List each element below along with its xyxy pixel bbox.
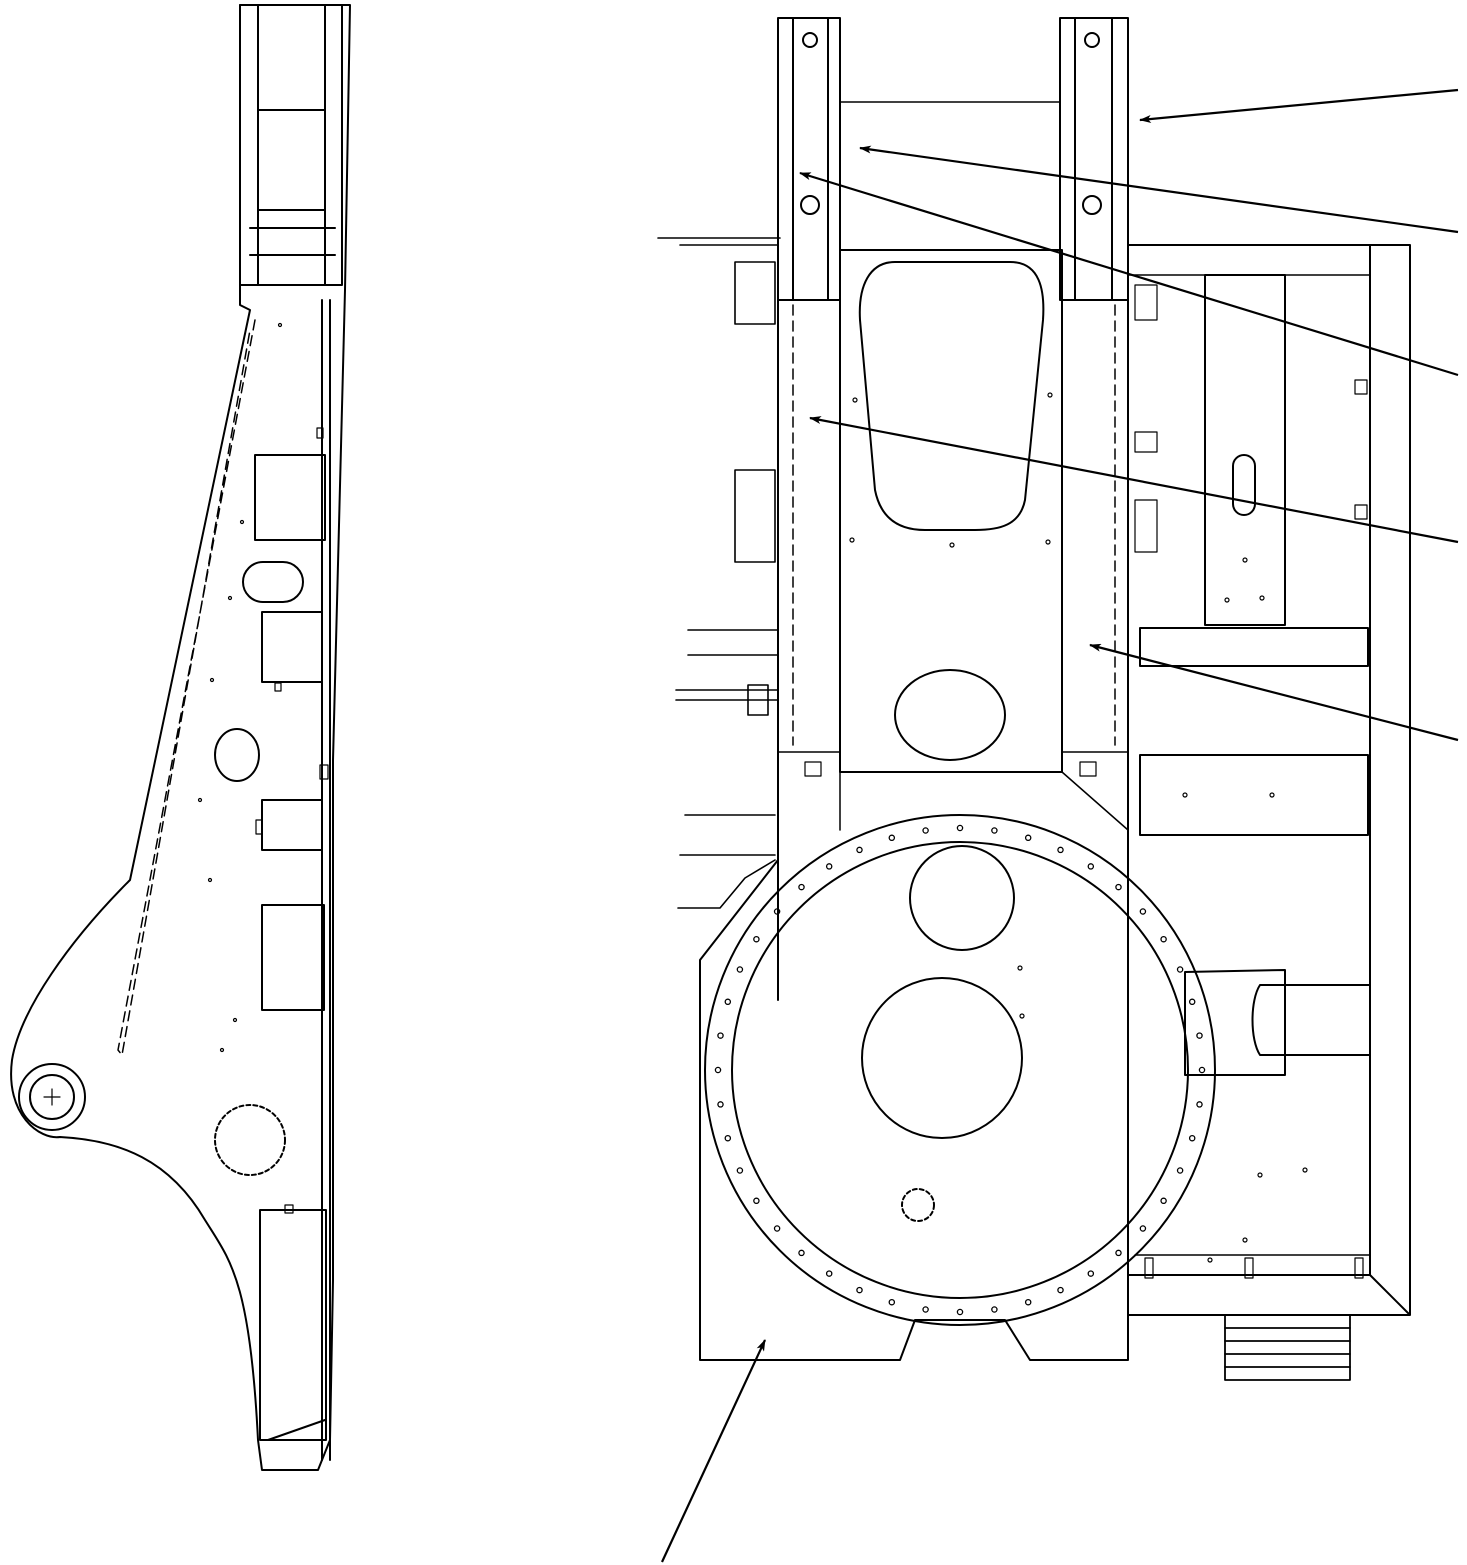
right-rail bbox=[1059, 17, 1129, 301]
ring-bolt-hole bbox=[1087, 863, 1095, 870]
side-hole-2 bbox=[214, 1104, 286, 1176]
side-rect-5 bbox=[259, 1209, 327, 1441]
slot-right bbox=[1232, 454, 1256, 516]
leader-arrow-5 bbox=[1089, 643, 1459, 742]
ring-bolt-hole bbox=[798, 883, 805, 891]
leader-arrow-3 bbox=[799, 171, 1459, 377]
ring-bolt-hole bbox=[856, 846, 863, 854]
leader-arrows bbox=[661, 88, 1459, 1563]
ring-bolt-hole bbox=[1160, 935, 1167, 943]
ring-bolt-hole bbox=[1176, 1167, 1184, 1174]
ring-bolt-hole bbox=[1115, 1249, 1122, 1257]
side-rect-4 bbox=[261, 904, 325, 1011]
ring-bolt-hole bbox=[724, 1134, 732, 1142]
ring-bolt-hole bbox=[1139, 1225, 1147, 1232]
ring-bolt-hole bbox=[736, 966, 744, 973]
pivot-inner bbox=[29, 1074, 75, 1120]
ring-bolt-hole bbox=[1139, 908, 1147, 915]
ring-bolt-hole bbox=[922, 827, 929, 834]
side-rect-2 bbox=[261, 611, 323, 683]
side-top-box bbox=[239, 4, 343, 286]
side-slot bbox=[242, 561, 304, 603]
boom-center bbox=[839, 249, 1063, 773]
top-view bbox=[657, 17, 1411, 1381]
ring-bolt-hole bbox=[922, 1306, 929, 1313]
ring-bolt-hole bbox=[1196, 1032, 1203, 1039]
lower-cutout bbox=[894, 669, 1006, 761]
ring-bolt-hole bbox=[1057, 846, 1064, 854]
pivot-outer bbox=[18, 1063, 86, 1131]
side-hole-1 bbox=[214, 728, 260, 782]
ring-bolt-hole bbox=[1057, 1286, 1064, 1294]
ring-bolt-hole bbox=[1188, 1134, 1196, 1142]
ring-bolt-hole bbox=[717, 1032, 724, 1039]
ring-bolt-hole bbox=[798, 1249, 805, 1257]
side-view-outline bbox=[10, 4, 351, 1471]
upper-cutout bbox=[858, 261, 1045, 531]
frame-panel-4 bbox=[1184, 969, 1371, 1076]
ring-bolt-hole bbox=[991, 827, 998, 834]
ring-bolt-hole bbox=[1087, 1270, 1095, 1277]
ring-bolt-hole bbox=[736, 1167, 744, 1174]
upper-hole bbox=[909, 845, 1015, 951]
ring-bolt-hole bbox=[825, 863, 833, 870]
ring-bolt-hole bbox=[825, 1270, 833, 1277]
frame-panel-1 bbox=[1204, 274, 1286, 626]
frame-panel-2 bbox=[1139, 627, 1369, 667]
side-view bbox=[10, 4, 351, 1471]
ring-bolt-hole bbox=[717, 1101, 724, 1108]
side-dashed-line bbox=[117, 319, 256, 1056]
ring-bolt-hole bbox=[714, 1066, 722, 1074]
center-hole bbox=[861, 977, 1023, 1139]
side-rect-3 bbox=[261, 799, 323, 851]
ring-bolt-hole bbox=[956, 824, 964, 832]
ring-bolt-hole bbox=[1196, 1101, 1203, 1108]
ring-bolt-hole bbox=[773, 908, 781, 915]
small-hole bbox=[901, 1188, 935, 1222]
ring-bolt-hole bbox=[856, 1286, 863, 1294]
left-rail bbox=[777, 17, 841, 301]
ring-bolt-hole bbox=[753, 1197, 760, 1205]
leader-arrow-4 bbox=[809, 416, 1459, 544]
side-rect-1 bbox=[254, 454, 326, 541]
turntable-inner bbox=[731, 841, 1189, 1299]
ring-bolt-hole bbox=[1176, 966, 1184, 973]
ring-bolt-hole bbox=[888, 834, 896, 842]
leader-arrow-2 bbox=[859, 145, 1459, 234]
ring-bolt-hole bbox=[724, 998, 732, 1006]
ring-bolt-hole bbox=[1115, 883, 1122, 891]
turntable-outer bbox=[704, 814, 1216, 1326]
frame-panel-3 bbox=[1139, 754, 1369, 836]
left-brackets bbox=[657, 237, 781, 909]
ring-bolt-hole bbox=[888, 1298, 896, 1306]
ring-bolt-hole bbox=[1024, 834, 1032, 842]
leader-arrow-6 bbox=[661, 1339, 766, 1563]
ring-bolt-hole bbox=[991, 1306, 998, 1313]
ring-bolt-hole bbox=[956, 1308, 964, 1316]
stairs bbox=[1224, 1314, 1351, 1381]
ring-bolt-hole bbox=[773, 1225, 781, 1232]
boom-body bbox=[777, 299, 1129, 1001]
ring-bolt-hole bbox=[753, 935, 760, 943]
ring-bolts bbox=[714, 824, 1206, 1316]
ring-bolt-hole bbox=[1188, 998, 1196, 1006]
leader-arrow-1 bbox=[1139, 88, 1459, 123]
ring-bolt-hole bbox=[1024, 1298, 1032, 1306]
ring-bolt-hole bbox=[1160, 1197, 1167, 1205]
ring-bolt-hole bbox=[1198, 1066, 1206, 1074]
